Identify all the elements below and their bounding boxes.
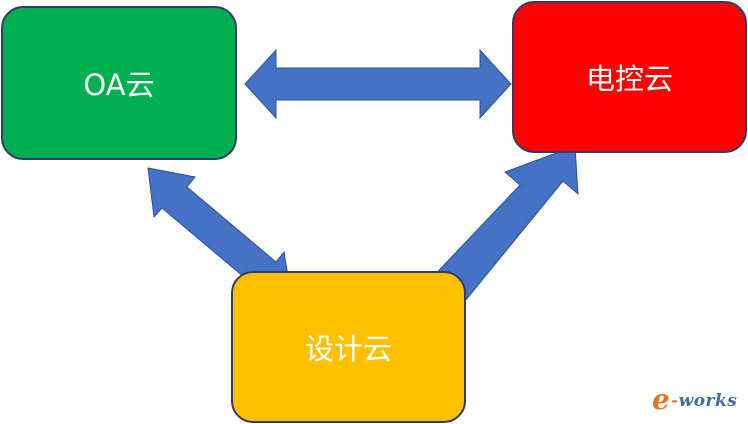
watermark-text: -works — [671, 391, 738, 411]
eworks-watermark-logo: e -works — [652, 383, 744, 418]
node-design-cloud: 设计云 — [231, 271, 466, 423]
node-control-cloud: 电控云 — [512, 1, 747, 153]
node-oa-cloud-label: OA云 — [83, 68, 155, 102]
arrow-design-control — [424, 145, 579, 302]
watermark-e: e — [652, 383, 670, 416]
node-design-cloud-label: 设计云 — [304, 332, 392, 366]
node-control-cloud-label: 电控云 — [585, 62, 673, 96]
node-oa-cloud: OA云 — [1, 6, 237, 160]
arrow-oa-control — [244, 48, 512, 120]
